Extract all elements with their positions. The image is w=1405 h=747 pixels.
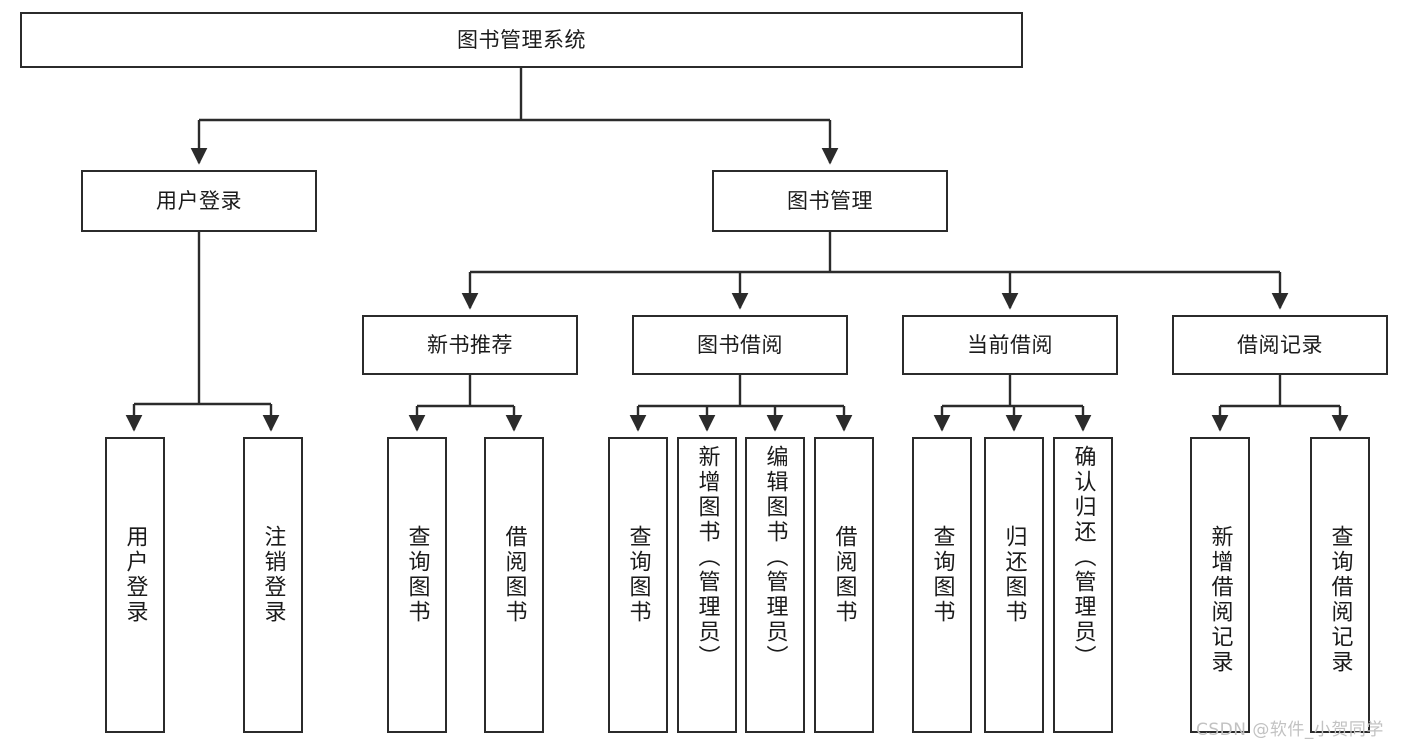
- node-leaf-8-label: 查询图书: [929, 525, 955, 625]
- node-level2-0-label: 用户登录: [156, 188, 242, 213]
- node-level3-1-label: 图书借阅: [697, 332, 783, 357]
- node-level3-0-label: 新书推荐: [427, 332, 513, 357]
- node-level3-2[interactable]: 当前借阅: [902, 315, 1118, 375]
- node-leaf-6-label: 编辑图书（管理员）: [762, 445, 788, 670]
- node-leaf-2-label: 查询图书: [404, 525, 430, 625]
- node-level3-1[interactable]: 图书借阅: [632, 315, 848, 375]
- node-root[interactable]: 图书管理系统: [20, 12, 1023, 68]
- node-leaf-0[interactable]: 用户登录: [105, 437, 165, 733]
- node-leaf-3-label: 借阅图书: [501, 525, 527, 625]
- node-leaf-11-label: 新增借阅记录: [1207, 525, 1233, 675]
- node-leaf-0-label: 用户登录: [122, 525, 148, 625]
- csdn-watermark: CSDN @软件_小贺同学: [1196, 720, 1384, 740]
- node-level3-0[interactable]: 新书推荐: [362, 315, 578, 375]
- node-leaf-11[interactable]: 新增借阅记录: [1190, 437, 1250, 733]
- node-level3-3-label: 借阅记录: [1237, 332, 1323, 357]
- node-level2-1-label: 图书管理: [787, 188, 873, 213]
- node-leaf-7-label: 借阅图书: [831, 525, 857, 625]
- node-leaf-6[interactable]: 编辑图书（管理员）: [745, 437, 805, 733]
- node-leaf-9[interactable]: 归还图书: [984, 437, 1044, 733]
- node-leaf-2[interactable]: 查询图书: [387, 437, 447, 733]
- node-level2-0[interactable]: 用户登录: [81, 170, 317, 232]
- node-leaf-5[interactable]: 新增图书（管理员）: [677, 437, 737, 733]
- node-leaf-10[interactable]: 确认归还（管理员）: [1053, 437, 1113, 733]
- node-leaf-12[interactable]: 查询借阅记录: [1310, 437, 1370, 733]
- node-level3-3[interactable]: 借阅记录: [1172, 315, 1388, 375]
- node-leaf-4-label: 查询图书: [625, 525, 651, 625]
- node-leaf-12-label: 查询借阅记录: [1327, 525, 1353, 675]
- node-level3-2-label: 当前借阅: [967, 332, 1053, 357]
- node-leaf-4[interactable]: 查询图书: [608, 437, 668, 733]
- node-leaf-1[interactable]: 注销登录: [243, 437, 303, 733]
- node-leaf-10-label: 确认归还（管理员）: [1070, 445, 1096, 670]
- node-leaf-8[interactable]: 查询图书: [912, 437, 972, 733]
- node-leaf-9-label: 归还图书: [1001, 525, 1027, 625]
- node-leaf-3[interactable]: 借阅图书: [484, 437, 544, 733]
- node-leaf-5-label: 新增图书（管理员）: [694, 445, 720, 670]
- node-leaf-1-label: 注销登录: [260, 525, 286, 625]
- node-root-label: 图书管理系统: [457, 27, 586, 52]
- node-level2-1[interactable]: 图书管理: [712, 170, 948, 232]
- node-leaf-7[interactable]: 借阅图书: [814, 437, 874, 733]
